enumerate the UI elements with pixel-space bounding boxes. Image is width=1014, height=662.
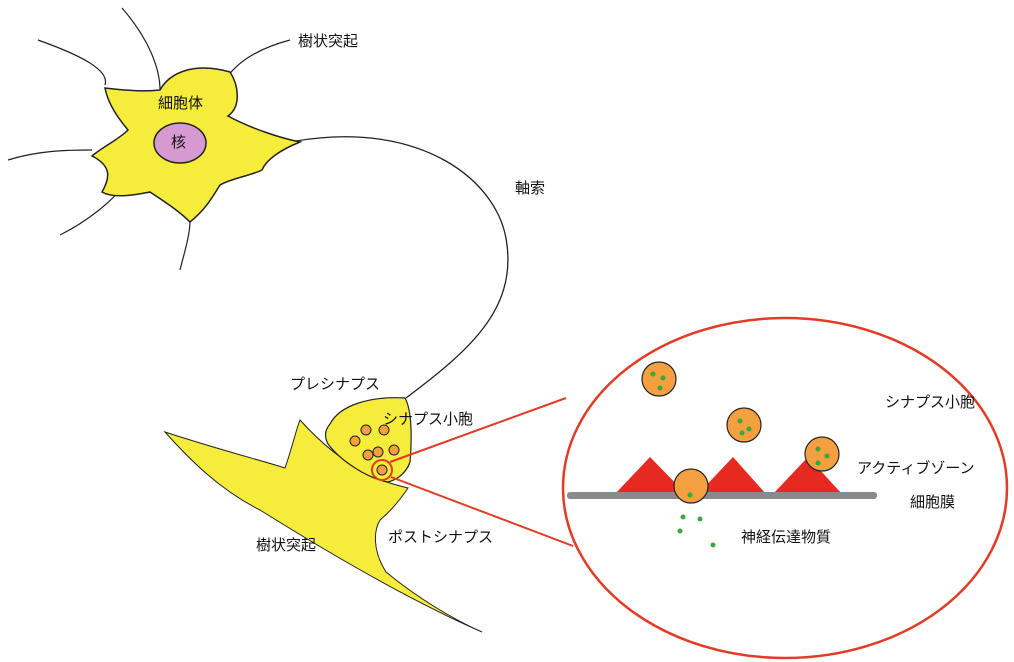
label-active-zone: アクティブゾーン [857, 459, 975, 477]
postsynaptic-dendrite-shape [163, 419, 483, 633]
label-synaptic-vesicle-zoom: シナプス小胞 [885, 393, 976, 411]
dendrite-branches [7, 7, 291, 271]
zoom-connector-lines [389, 397, 574, 547]
axon-line [295, 136, 509, 399]
active-zone-triangles [615, 457, 842, 494]
label-cell-membrane: 細胞膜 [910, 493, 956, 511]
label-presynapse: プレシナプス [290, 375, 381, 393]
zoom-vesicles [641, 361, 840, 504]
label-axon: 軸索 [515, 179, 546, 197]
zoom-focus-circle [371, 459, 393, 481]
cell-membrane-bar [567, 492, 877, 499]
presynapse-vesicles [349, 424, 400, 476]
label-cell-body: 細胞体 [158, 94, 204, 112]
label-synaptic-vesicle-small: シナプス小胞 [383, 410, 474, 428]
nucleus-shape [153, 122, 207, 164]
label-dendrite-bottom: 樹状突起 [256, 536, 317, 554]
label-neurotransmitter: 神経伝達物質 [741, 528, 832, 546]
label-postsynapse: ポストシナプス [388, 528, 494, 546]
label-nucleus: 核 [171, 133, 187, 151]
presynaptic-terminal-shape [324, 397, 412, 483]
neurotransmitter-dots [650, 371, 830, 548]
label-dendrite-top: 樹状突起 [298, 32, 359, 50]
